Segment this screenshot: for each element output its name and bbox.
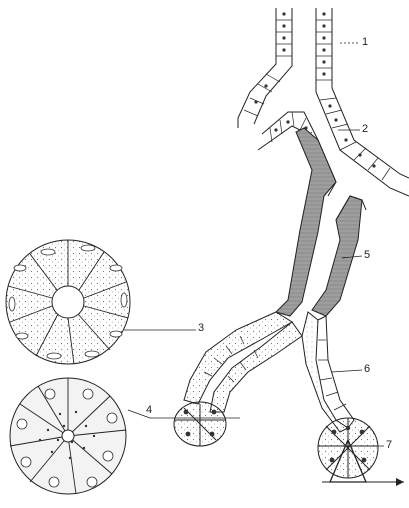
label-7: 7 (386, 439, 392, 451)
label-5: 5 (364, 249, 370, 261)
small-acinus-left (174, 402, 226, 446)
small-acinus-right (318, 418, 404, 486)
label-1: 1 (362, 36, 368, 48)
label-6: 6 (364, 363, 370, 375)
label-4: 4 (146, 404, 152, 416)
striated-duct (276, 128, 366, 316)
mucous-acinus-cross-section (6, 240, 130, 364)
label-3: 3 (198, 322, 204, 334)
label-2: 2 (362, 123, 368, 135)
serous-acinus-cross-section (10, 378, 126, 494)
